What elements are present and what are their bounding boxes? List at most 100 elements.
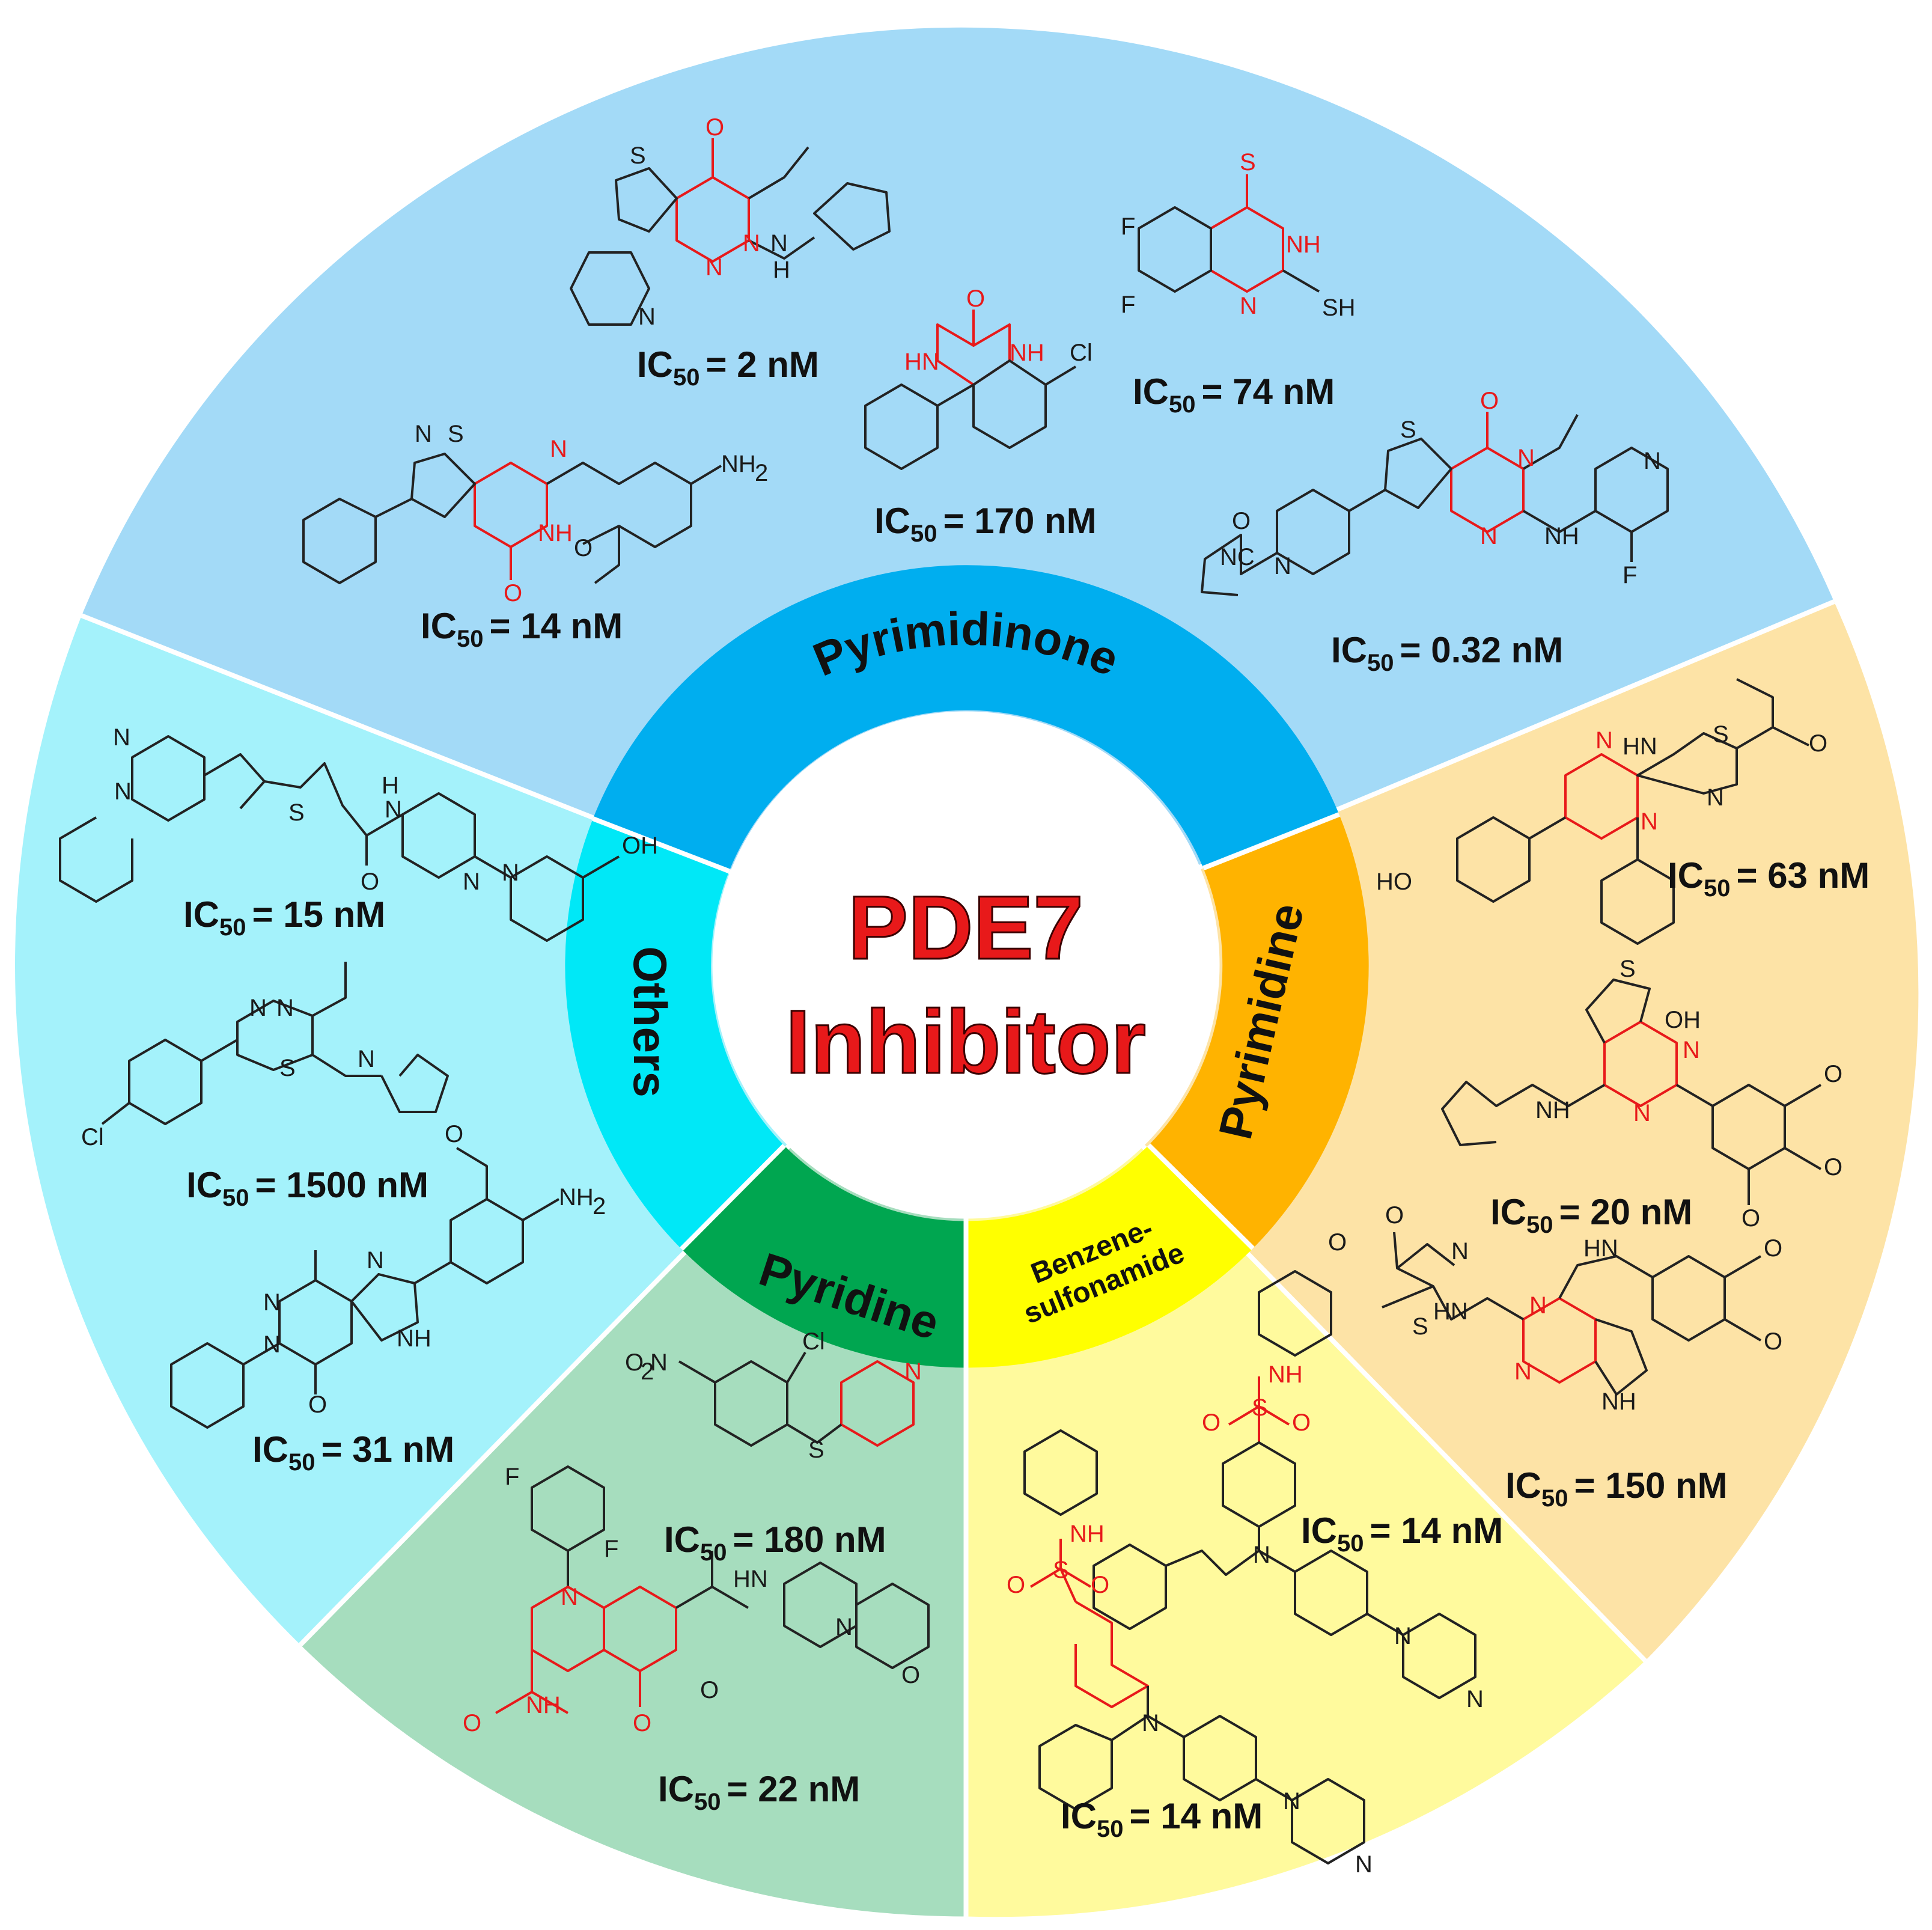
ic50-pyridine-2: IC50= 22 nM xyxy=(658,1769,860,1815)
svg-text:O: O xyxy=(633,1710,651,1736)
svg-text:N: N xyxy=(1517,445,1535,471)
svg-text:O: O xyxy=(700,1677,719,1703)
svg-text:O: O xyxy=(1764,1328,1782,1355)
svg-text:O: O xyxy=(1824,1061,1842,1087)
svg-text:N: N xyxy=(502,860,519,886)
svg-text:NH: NH xyxy=(721,451,756,477)
svg-text:N: N xyxy=(1480,523,1498,549)
svg-text:O: O xyxy=(1764,1235,1782,1262)
svg-text:F: F xyxy=(604,1536,618,1562)
svg-text:SH: SH xyxy=(1322,295,1356,321)
svg-text:N: N xyxy=(1142,1710,1159,1736)
structure-pyridine-b: F F N NH O O HN O N O xyxy=(463,1464,930,1736)
svg-text:NH: NH xyxy=(538,520,573,546)
svg-text:HN: HN xyxy=(1623,733,1657,760)
svg-text:N: N xyxy=(1641,808,1658,835)
svg-text:S: S xyxy=(1240,149,1256,176)
svg-text:N: N xyxy=(358,1046,375,1072)
structure-pyrimidine-b: S N N NH O O O xyxy=(1441,956,1842,1232)
svg-text:N: N xyxy=(705,254,723,281)
svg-text:N: N xyxy=(1283,1788,1300,1815)
svg-text:S: S xyxy=(1252,1394,1268,1421)
structure-others-a: N N S O H N N N OH xyxy=(59,724,658,942)
svg-text:O: O xyxy=(625,1349,644,1376)
sector-pyrimidinone xyxy=(81,27,1834,965)
svg-text:F: F xyxy=(505,1464,519,1490)
svg-text:HN: HN xyxy=(1433,1298,1468,1325)
svg-text:N: N xyxy=(550,436,567,462)
svg-text:N: N xyxy=(263,1331,281,1358)
svg-text:HO: HO xyxy=(1376,869,1412,895)
svg-text:NH: NH xyxy=(397,1325,431,1352)
structure-others-b: N N S N Cl xyxy=(81,962,449,1150)
band-others xyxy=(565,819,784,1249)
svg-text:O: O xyxy=(1742,1205,1760,1232)
ic50-pyrimidine-3: IC50= 150 nM xyxy=(1505,1465,1728,1512)
svg-text:O: O xyxy=(1202,1409,1220,1436)
structure-others-c: N N N NH O O NH 2 xyxy=(170,1121,606,1429)
svg-text:N: N xyxy=(743,230,760,257)
svg-text:NH: NH xyxy=(559,1184,594,1211)
structure-pyrimidinone-d: N S N NH O NH 2 O xyxy=(302,421,768,606)
structure-benzenesulfonamide-a: NH S O O N N N xyxy=(1092,1270,1484,1712)
svg-text:NH: NH xyxy=(1535,1097,1570,1123)
svg-text:N: N xyxy=(1394,1623,1412,1649)
ic50-others-2: IC50= 1500 nM xyxy=(186,1165,428,1211)
svg-text:O: O xyxy=(705,114,724,141)
svg-text:O: O xyxy=(504,580,522,606)
svg-text:N: N xyxy=(263,1289,281,1316)
band-benzenesulfonamide xyxy=(966,1145,1253,1368)
svg-text:N: N xyxy=(463,869,480,895)
structure-benzenesulfonamide-b: NH S O O N N N xyxy=(1007,1429,1373,1878)
svg-text:S: S xyxy=(288,799,305,826)
svg-text:2: 2 xyxy=(755,460,768,486)
ic50-pyrimidinone-3: IC50= 170 nM xyxy=(874,501,1097,547)
svg-text:S: S xyxy=(630,142,646,169)
svg-text:HN: HN xyxy=(904,349,939,375)
svg-text:N: N xyxy=(1274,553,1291,579)
svg-text:N: N xyxy=(1240,293,1257,319)
svg-text:N: N xyxy=(650,1349,668,1376)
band-dividers xyxy=(592,812,1340,1368)
svg-text:S: S xyxy=(1053,1557,1069,1583)
svg-text:N: N xyxy=(638,304,656,330)
svg-text:H: H xyxy=(773,257,790,283)
svg-text:S: S xyxy=(808,1437,824,1463)
svg-text:F: F xyxy=(1623,562,1637,588)
ic50-others-3: IC50= 31 nM xyxy=(252,1429,454,1476)
svg-text:Cl: Cl xyxy=(802,1328,825,1355)
svg-text:N: N xyxy=(561,1584,578,1610)
svg-text:N: N xyxy=(1514,1358,1532,1385)
svg-text:N: N xyxy=(1683,1037,1700,1063)
svg-text:N: N xyxy=(1451,1238,1469,1265)
svg-text:O: O xyxy=(1007,1572,1025,1598)
svg-text:N: N xyxy=(904,1358,922,1385)
svg-text:Cl: Cl xyxy=(1070,340,1092,366)
structure-pyrimidinone-a: O N N S N H N xyxy=(570,114,891,330)
center-disc xyxy=(712,711,1220,1219)
svg-text:N: N xyxy=(1529,1292,1547,1319)
svg-text:S: S xyxy=(1400,417,1416,443)
svg-text:Cl: Cl xyxy=(81,1124,104,1150)
svg-text:N: N xyxy=(249,995,267,1021)
svg-text:NH: NH xyxy=(1544,523,1579,549)
svg-text:NH: NH xyxy=(1286,231,1321,258)
svg-text:O: O xyxy=(1480,388,1499,414)
band-pyrimidine xyxy=(1148,814,1369,1248)
center-title-line1: PDE7 xyxy=(848,877,1083,978)
svg-text:O: O xyxy=(1328,1229,1347,1256)
structure-pyridine-a: Cl S N O 2 N xyxy=(625,1328,922,1463)
svg-text:N: N xyxy=(1707,784,1724,811)
ic50-benzenesulfonamide-1: IC50= 14 nM xyxy=(1301,1510,1503,1557)
svg-text:O: O xyxy=(463,1710,481,1736)
svg-text:S: S xyxy=(1713,721,1729,748)
ic50-others-1: IC50= 15 nM xyxy=(183,894,385,941)
svg-text:S: S xyxy=(448,421,464,447)
svg-text:NH: NH xyxy=(1070,1521,1105,1547)
svg-text:F: F xyxy=(1121,292,1135,318)
svg-text:N: N xyxy=(1355,1851,1373,1878)
svg-text:N: N xyxy=(367,1247,384,1274)
svg-text:N: N xyxy=(1595,727,1613,754)
svg-text:NC: NC xyxy=(1220,544,1255,570)
svg-text:O: O xyxy=(966,286,985,312)
